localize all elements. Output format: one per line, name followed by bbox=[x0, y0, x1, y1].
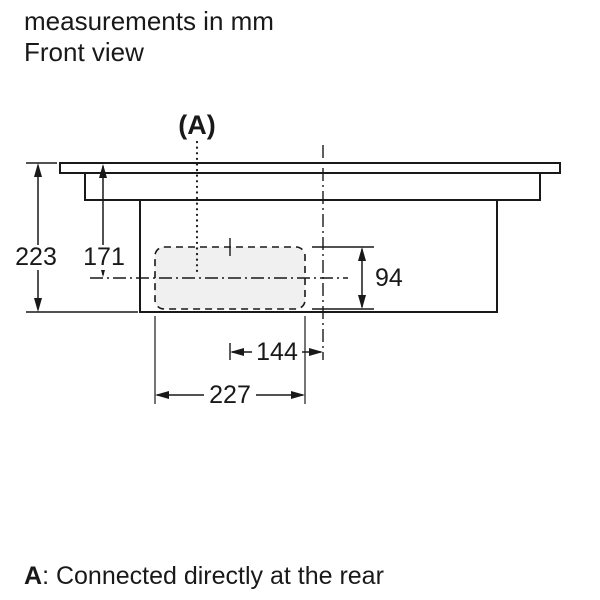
dim-223-label: 223 bbox=[15, 243, 57, 271]
arrowhead-right bbox=[291, 391, 305, 399]
point-a-label: (A) bbox=[178, 110, 215, 140]
hob-frame bbox=[84, 172, 541, 201]
arrowhead-up bbox=[99, 164, 107, 178]
dim-223-label-bg bbox=[12, 245, 60, 270]
dim-144-group: 144 bbox=[229, 338, 323, 366]
arrowhead-down bbox=[34, 298, 42, 312]
arrowhead-up bbox=[358, 247, 366, 261]
units-note: measurements in mm bbox=[24, 6, 274, 36]
arrowhead-right bbox=[309, 348, 323, 356]
hob-top-panel bbox=[59, 162, 561, 174]
dim-223-group: 223 bbox=[12, 162, 138, 313]
arrowhead-left bbox=[230, 348, 244, 356]
footnote-term: A bbox=[24, 562, 43, 590]
view-title: Front view bbox=[24, 37, 144, 67]
dim-227-label: 227 bbox=[209, 381, 251, 409]
dim-144-label: 144 bbox=[256, 338, 298, 366]
dim-171-group: 171 bbox=[80, 164, 128, 277]
dim-94-label: 94 bbox=[375, 264, 403, 292]
dim-227-label-bg bbox=[204, 383, 256, 407]
arrowhead-up bbox=[34, 163, 42, 177]
arrowhead-down bbox=[358, 295, 366, 309]
header: measurements in mm Front view bbox=[24, 6, 274, 68]
appliance-outline bbox=[59, 162, 561, 313]
dim-227-group: 227 bbox=[154, 316, 306, 409]
arrowhead-left bbox=[155, 391, 169, 399]
dim-144-label-bg bbox=[252, 341, 302, 363]
footnote: A: Connected directly at the rear bbox=[24, 562, 384, 591]
footnote-text: : Connected directly at the rear bbox=[42, 562, 384, 590]
dim-171-label: 171 bbox=[83, 243, 125, 271]
dim-171-label-bg bbox=[80, 245, 128, 270]
dim-94-group: 94 bbox=[312, 246, 403, 310]
